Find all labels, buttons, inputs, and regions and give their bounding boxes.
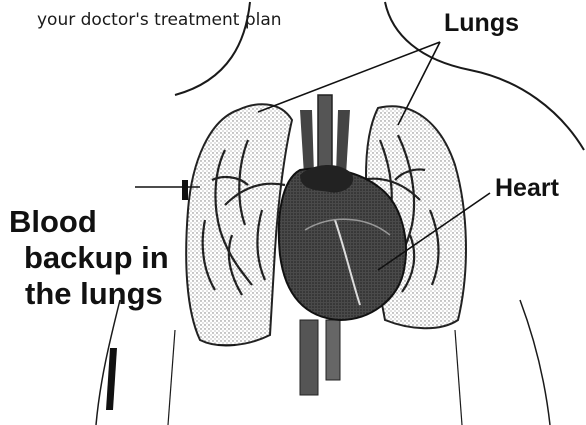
blood-pointer-bar xyxy=(106,348,117,410)
left-torso-line xyxy=(168,330,175,425)
right-torso-line xyxy=(455,330,462,425)
lungs-leader-left xyxy=(258,42,440,112)
caption-text: your doctor's treatment plan xyxy=(37,10,282,30)
label-blood-line-3: the lungs xyxy=(25,276,169,312)
left-lung xyxy=(186,104,292,345)
label-blood-line-1: Blood xyxy=(9,204,169,240)
label-heart: Heart xyxy=(495,174,559,203)
label-blood-line-2: backup in xyxy=(24,240,169,276)
blood-marker-bar xyxy=(182,180,188,200)
lungs-leader-right xyxy=(398,42,440,125)
right-arm-line xyxy=(520,300,550,425)
label-lungs: Lungs xyxy=(444,9,519,38)
label-blood-backup: Blood backup in the lungs xyxy=(9,204,169,312)
